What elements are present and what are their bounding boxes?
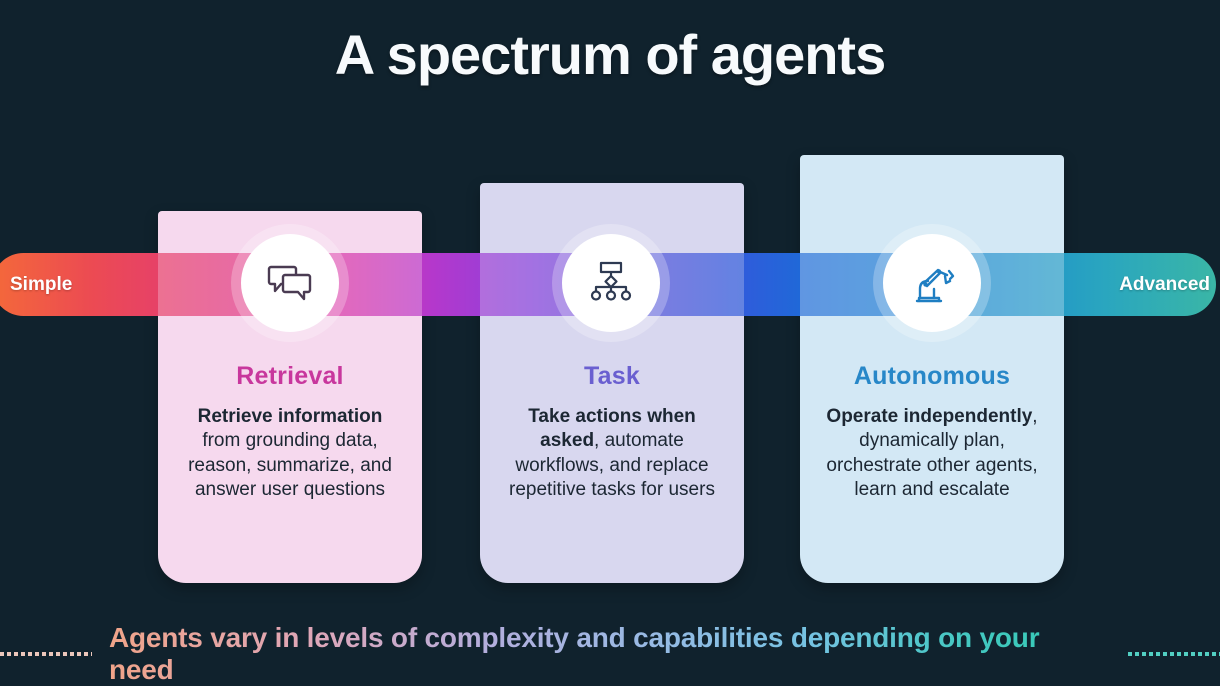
flowchart-icon [585, 259, 637, 307]
card-retrieval-description-lead: Retrieve information [197, 406, 383, 427]
card-retrieval-description-rest: from grounding data, reason, summarize, … [188, 430, 392, 500]
card-autonomous: Autonomous Operate independently, dynami… [800, 155, 1064, 583]
chat-bubbles-icon [264, 260, 316, 306]
page-title: A spectrum of agents [334, 23, 886, 86]
card-retrieval-description: Retrieve information from grounding data… [176, 405, 404, 502]
robot-arm-icon-circle [883, 234, 981, 332]
left-dotted-arrow-icon [0, 652, 92, 656]
card-retrieval-title: Retrieval [236, 362, 344, 390]
card-task-title: Task [584, 362, 640, 390]
card-task-description: Take actions when asked, automate workfl… [498, 405, 726, 502]
card-autonomous-description-rest: , dynamically plan, orchestrate other ag… [826, 406, 1038, 500]
task-icon-circle [562, 234, 660, 332]
card-autonomous-description-lead: Operate independently [826, 406, 1033, 427]
card-autonomous-description: Operate independently, dynamically plan,… [818, 405, 1046, 502]
footer-caption: Agents vary in levels of complexity and … [109, 622, 1111, 686]
right-dotted-arrow-icon [1128, 648, 1220, 660]
retrieval-icon-circle [241, 234, 339, 332]
card-autonomous-title: Autonomous [853, 362, 1011, 390]
card-task-description-rest: , automate workflows, and replace repeti… [509, 430, 715, 500]
footer-caption-row: Agents vary in levels of complexity and … [0, 622, 1220, 685]
robot-arm-icon [906, 258, 958, 308]
card-task-description-lead: Take actions when asked [528, 406, 696, 452]
bar-label-advanced: Advanced [1119, 274, 1210, 295]
bar-label-simple: Simple [10, 274, 73, 295]
